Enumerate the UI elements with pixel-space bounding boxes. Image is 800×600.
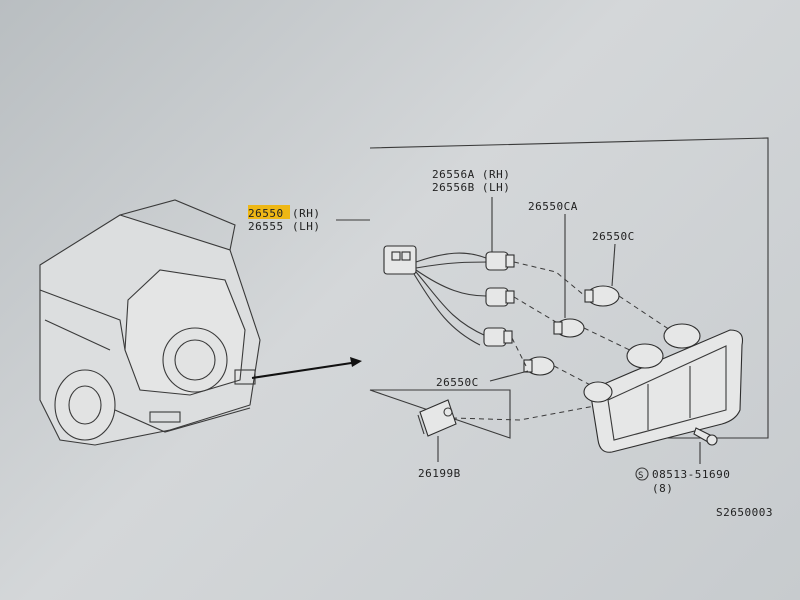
clip-part — [417, 399, 457, 437]
bulb-c-top-leader — [611, 243, 616, 287]
screw-part — [693, 427, 718, 446]
socket-b-label: 26556B (LH) — [432, 181, 510, 194]
part-number-alt: 26555 — [248, 220, 284, 233]
bulbs — [523, 285, 620, 376]
part-side-alt: (LH) — [292, 220, 321, 233]
part-side-main: (RH) — [292, 207, 321, 220]
clip-label: 26199B — [418, 467, 461, 480]
vehicle-rear-illustration — [39, 199, 261, 446]
lamp-housing — [583, 323, 744, 453]
diagram-id: S2650003 — [716, 506, 773, 519]
bulb-c-bottom-leader — [489, 370, 529, 382]
screw-part-number: 08513-51690 — [652, 468, 730, 481]
wiring-harness — [383, 245, 489, 346]
screw-symbol — [635, 467, 649, 481]
part-highlight — [248, 205, 290, 219]
part-number-main: 26550 — [248, 207, 284, 220]
pointer-arrow — [251, 361, 359, 379]
bulb-ca-label: 26550CA — [528, 200, 578, 213]
bulb-sockets — [483, 251, 515, 347]
screw-symbol-letter: S — [638, 471, 644, 481]
bulb-c-top-label: 26550C — [592, 230, 635, 243]
screw-quantity: (8) — [652, 482, 673, 495]
socket-a-label: 26556A (RH) — [432, 168, 510, 181]
bulb-c-bottom-label: 26550C — [436, 376, 479, 389]
pointer-arrow-head — [350, 357, 362, 367]
